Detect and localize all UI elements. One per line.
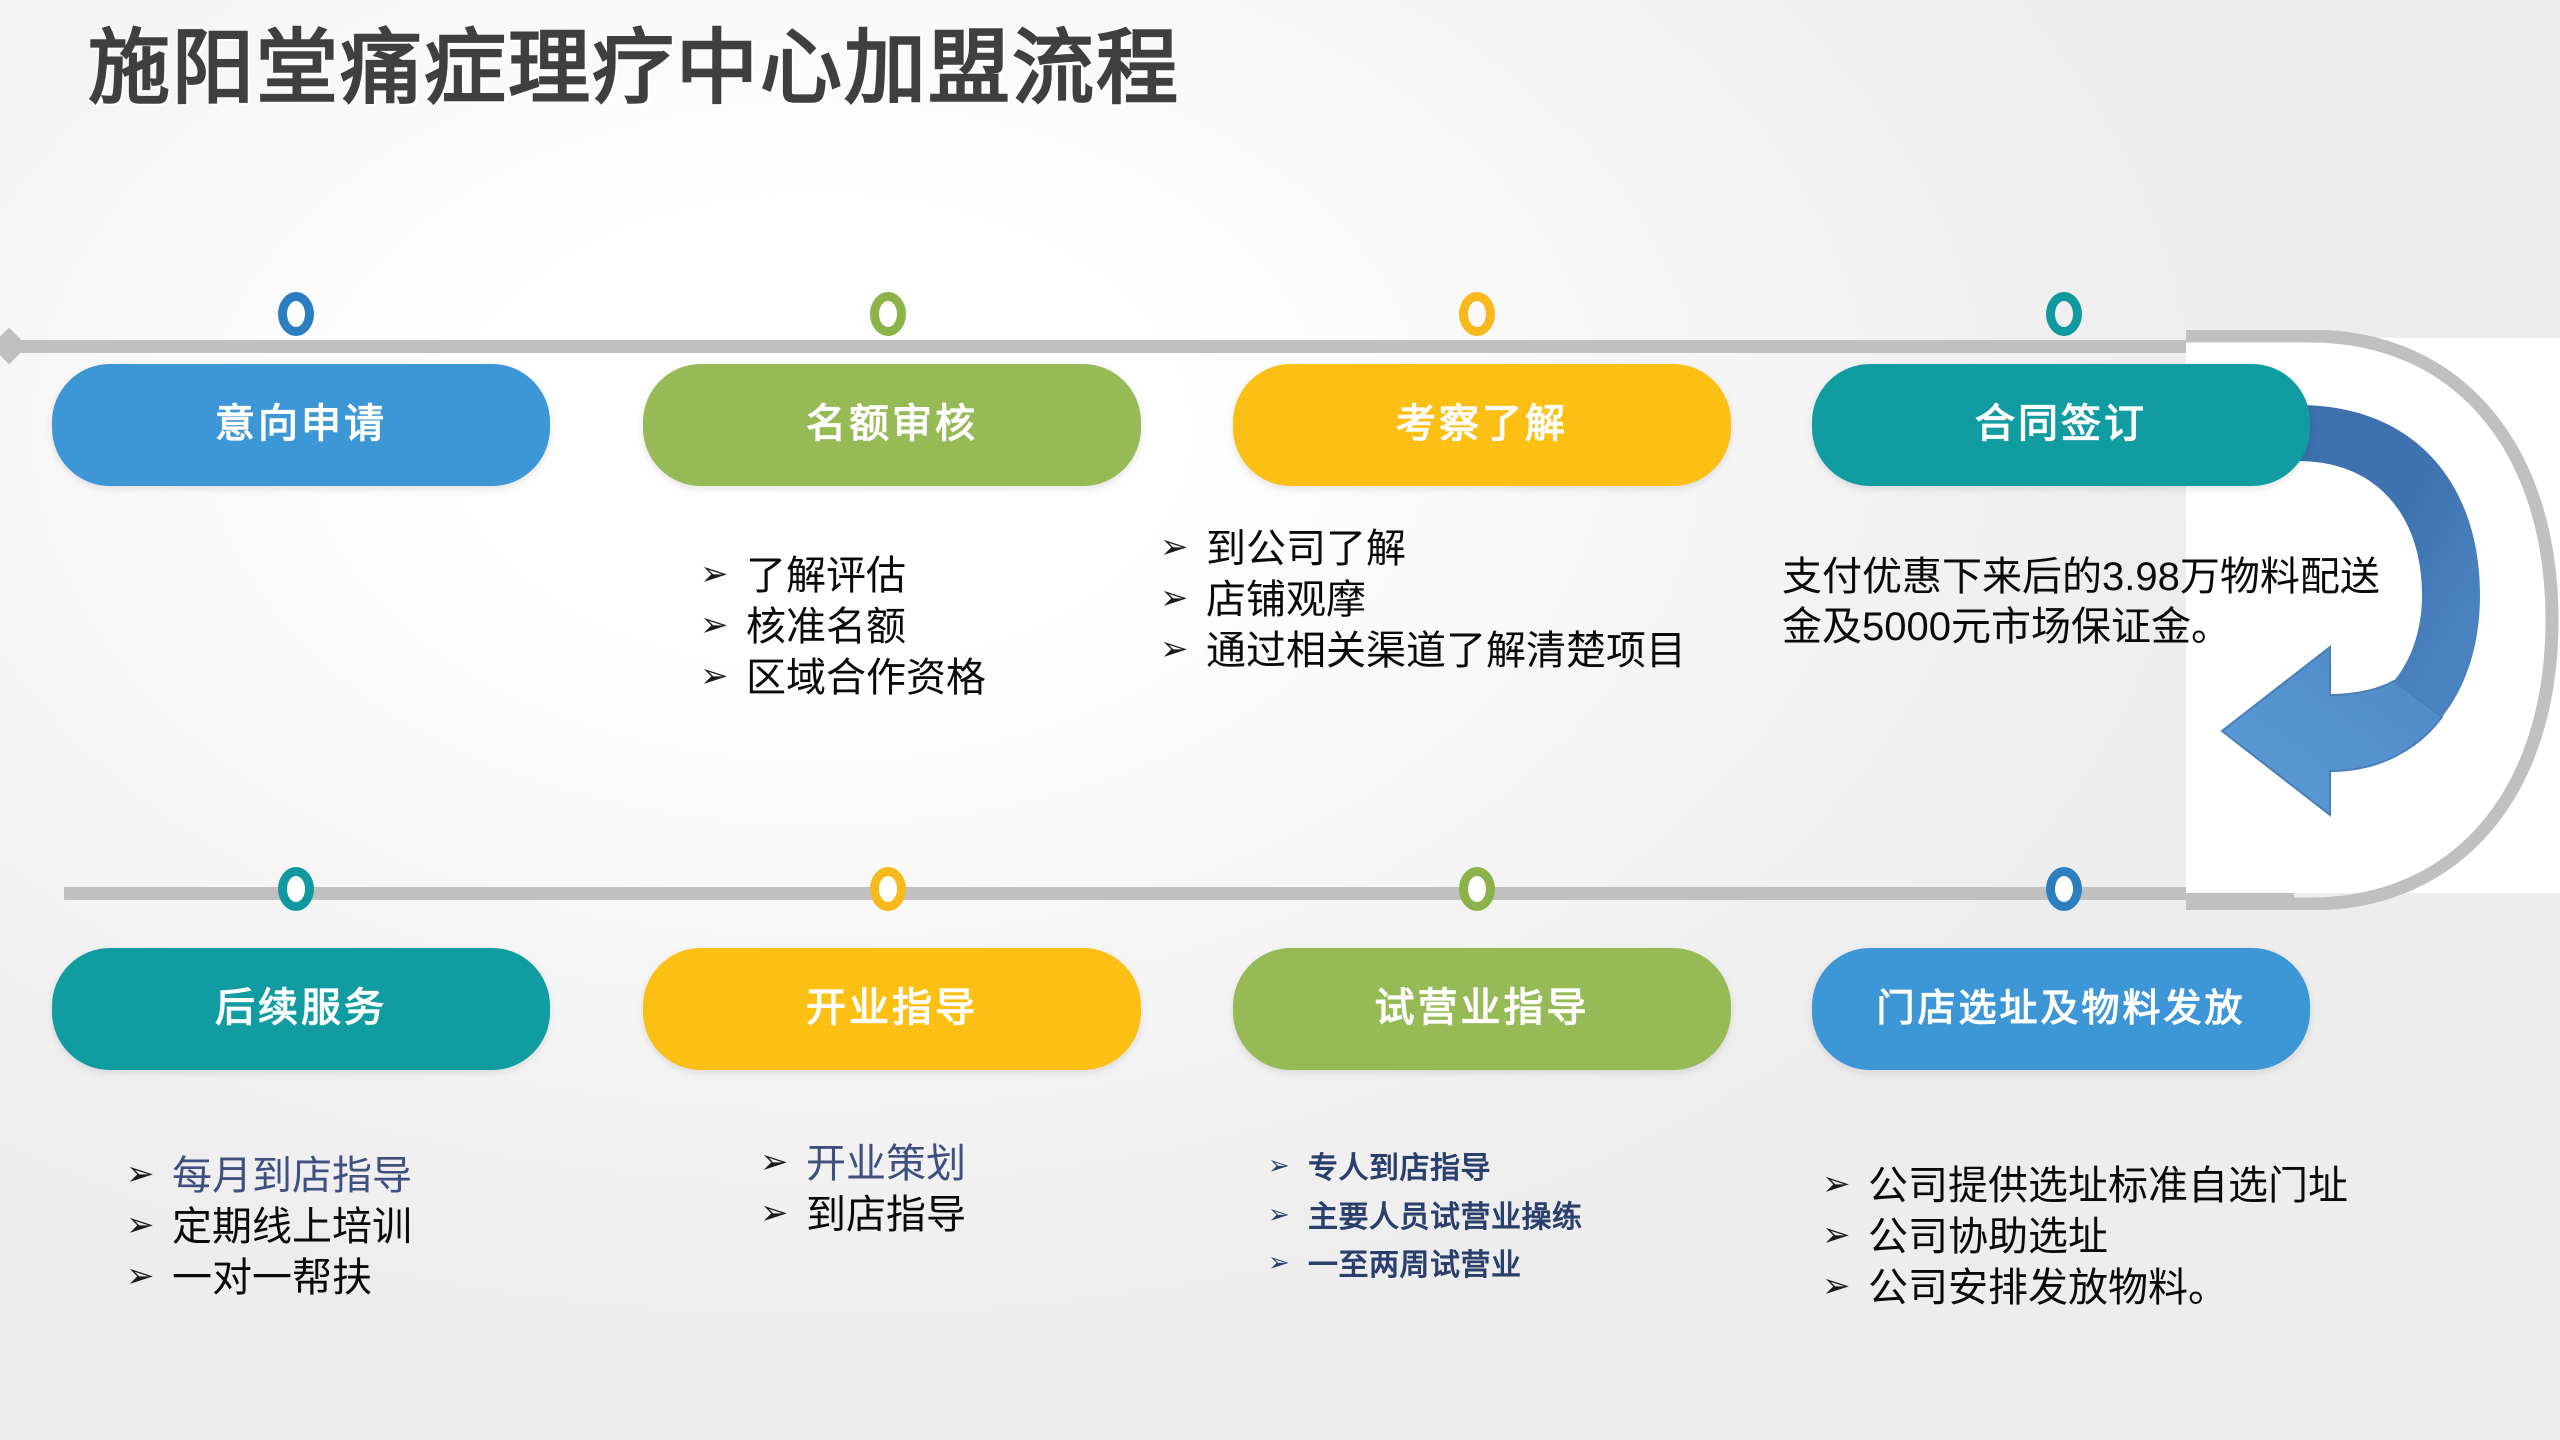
list-item-text: 店铺观摩 [1206, 577, 1366, 622]
bullet-arrow-icon: ➢ [1268, 1150, 1291, 1180]
bullet-arrow-icon: ➢ [1822, 1266, 1851, 1305]
step-bullets-store-site-and-materials: ➢ 公司提供选址标准自选门址 ➢ 公司协助选址 ➢ 公司安排发放物料。 [1822, 1162, 2412, 1314]
bullet-arrow-icon: ➢ [126, 1155, 155, 1193]
bullet-arrow-icon: ➢ [760, 1143, 789, 1181]
step-bullets-quota-review: ➢ 了解评估 ➢ 核准名额 ➢ 区域合作资格 [700, 552, 1170, 704]
step-pill-opening-guidance[interactable]: 开业指导 [643, 948, 1141, 1070]
bullet-arrow-icon: ➢ [1160, 528, 1189, 566]
u-turn-arrow-icon [2180, 405, 2480, 818]
list-item: ➢ 公司提供选址标准自选门址 [1822, 1162, 2412, 1211]
bullet-arrow-icon: ➢ [1268, 1247, 1291, 1278]
bullet-arrow-icon: ➢ [700, 656, 729, 695]
list-item: ➢ 公司安排发放物料。 [1822, 1264, 2412, 1313]
list-item: ➢ 到公司了解 [1160, 525, 1730, 574]
step-pill-trial-operation-guidance[interactable]: 试营业指导 [1233, 948, 1731, 1070]
step-marker-ring-7 [1459, 867, 1495, 911]
list-item-text: 公司提供选址标准自选门址 [1868, 1164, 2348, 1208]
list-item: ➢ 通过相关渠道了解清楚项目 [1160, 627, 1730, 676]
step-pill-label: 试营业指导 [1374, 986, 1590, 1031]
list-item-text: 到店指导 [806, 1192, 966, 1237]
step-marker-ring-8 [2046, 867, 2082, 911]
step-pill-label: 名额审核 [806, 402, 978, 447]
step-pill-quota-review[interactable]: 名额审核 [643, 364, 1141, 486]
list-item-text: 通过相关渠道了解清楚项目 [1206, 628, 1686, 673]
list-item: ➢ 店铺观摩 [1160, 576, 1730, 625]
list-item: ➢ 一至两周试营业 [1268, 1245, 1738, 1288]
step-bullets-trial-operation-guidance: ➢ 专人到店指导 ➢ 主要人员试营业操练 ➢ 一至两周试营业 [1268, 1148, 1738, 1294]
list-item: ➢ 开业策划 [760, 1140, 1190, 1189]
rail-start-diamond-icon [0, 327, 28, 365]
list-item-text: 区域合作资格 [746, 655, 986, 700]
bullet-arrow-icon: ➢ [126, 1256, 155, 1295]
bullet-arrow-icon: ➢ [1822, 1215, 1851, 1254]
step-marker-ring-1 [278, 292, 314, 336]
step-pill-label: 意向申请 [215, 402, 387, 447]
step-pill-followup-service[interactable]: 后续服务 [52, 948, 550, 1070]
step-description-contract-signing: 支付优惠下来后的3.98万物料配送金及5000元市场保证金。 [1782, 555, 2380, 650]
bullet-arrow-icon: ➢ [1268, 1198, 1291, 1229]
list-item: ➢ 到店指导 [760, 1191, 1190, 1240]
row2-connector-rail [64, 887, 2294, 900]
list-item: ➢ 核准名额 [700, 603, 1170, 652]
page-title: 施阳堂痛症理疗中心加盟流程 [88, 23, 1181, 114]
bullet-arrow-icon: ➢ [1160, 629, 1189, 668]
list-item-text: 公司安排发放物料。 [1868, 1265, 2228, 1310]
step-bullets-opening-guidance: ➢ 开业策划 ➢ 到店指导 [760, 1140, 1190, 1242]
list-item: ➢ 主要人员试营业操练 [1268, 1197, 1738, 1240]
list-item-text: 专人到店指导 [1308, 1152, 1491, 1185]
step-marker-ring-4 [2046, 292, 2082, 336]
step-pill-label: 合同签订 [1975, 402, 2147, 447]
step-pill-store-site-and-materials[interactable]: 门店选址及物料发放 [1812, 948, 2310, 1070]
step-marker-ring-6 [870, 867, 906, 911]
list-item-text: 主要人员试营业操练 [1308, 1200, 1583, 1234]
bullet-arrow-icon: ➢ [700, 555, 729, 593]
list-item-text: 了解评估 [746, 554, 906, 598]
step-pill-label: 后续服务 [215, 986, 387, 1031]
step-pill-intent-application[interactable]: 意向申请 [52, 364, 550, 486]
list-item: ➢ 了解评估 [700, 552, 1170, 601]
step-bullets-site-visit: ➢ 到公司了解 ➢ 店铺观摩 ➢ 通过相关渠道了解清楚项目 [1160, 525, 1730, 677]
list-item: ➢ 专人到店指导 [1268, 1148, 1738, 1191]
step-pill-label: 门店选址及物料发放 [1876, 987, 2246, 1030]
bullet-arrow-icon: ➢ [760, 1193, 789, 1232]
step-marker-ring-2 [870, 292, 906, 336]
step-pill-site-visit[interactable]: 考察了解 [1233, 364, 1731, 486]
list-item-text: 一至两周试营业 [1308, 1249, 1522, 1283]
list-item-text: 每月到店指导 [172, 1154, 412, 1198]
bullet-arrow-icon: ➢ [1822, 1165, 1851, 1203]
bullet-arrow-icon: ➢ [126, 1205, 155, 1244]
step-pill-contract-signing[interactable]: 合同签订 [1812, 364, 2310, 486]
step-marker-ring-5 [278, 867, 314, 911]
step-pill-label: 考察了解 [1396, 402, 1568, 447]
list-item: ➢ 定期线上培训 [126, 1203, 596, 1252]
list-item: ➢ 区域合作资格 [700, 654, 1170, 703]
list-item-text: 一对一帮扶 [172, 1255, 372, 1300]
step-bullets-followup-service: ➢ 每月到店指导 ➢ 定期线上培训 ➢ 一对一帮扶 [126, 1152, 596, 1304]
list-item: ➢ 一对一帮扶 [126, 1254, 596, 1303]
step-marker-ring-3 [1459, 292, 1495, 336]
list-item-text: 定期线上培训 [172, 1204, 412, 1249]
list-item-text: 公司协助选址 [1868, 1214, 2108, 1259]
row1-connector-rail [18, 340, 2188, 353]
list-item-text: 开业策划 [806, 1142, 966, 1186]
bullet-arrow-icon: ➢ [1160, 578, 1189, 617]
list-item: ➢ 公司协助选址 [1822, 1213, 2412, 1262]
step-pill-label: 开业指导 [806, 986, 978, 1031]
list-item-text: 核准名额 [746, 604, 906, 649]
list-item-text: 到公司了解 [1206, 527, 1406, 571]
bullet-arrow-icon: ➢ [700, 605, 729, 644]
list-item: ➢ 每月到店指导 [126, 1152, 596, 1201]
